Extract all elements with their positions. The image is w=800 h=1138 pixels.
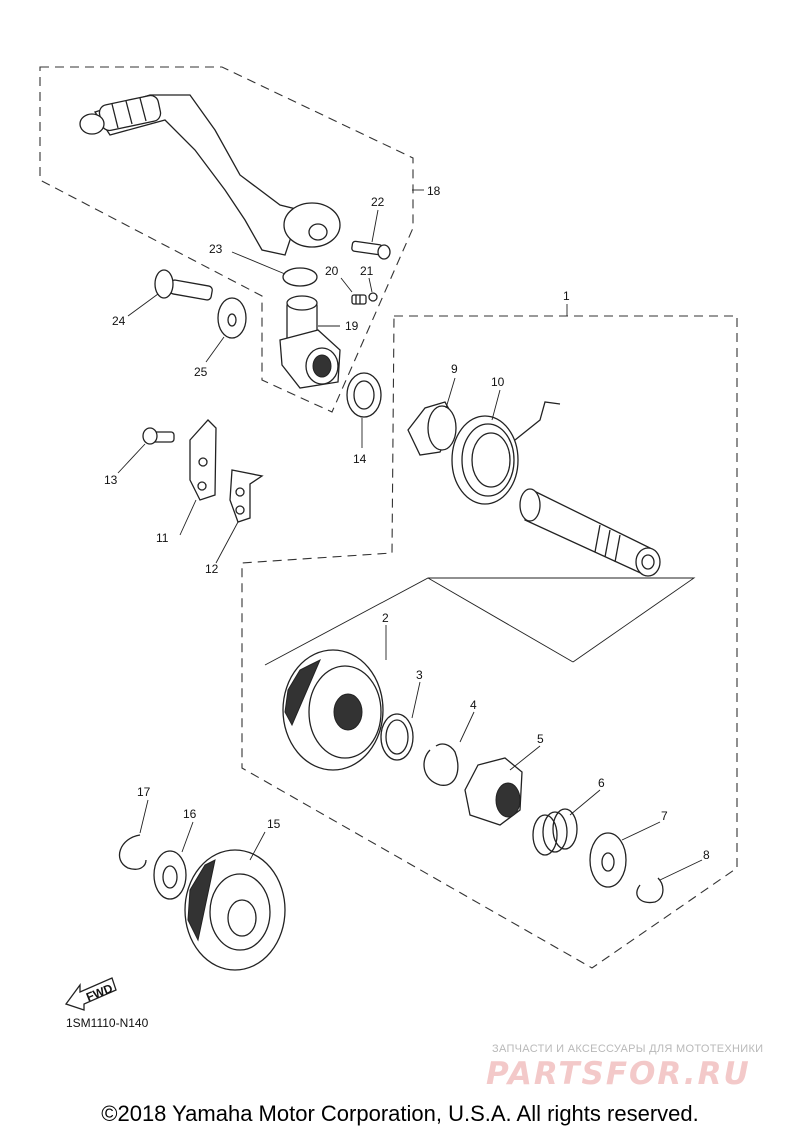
fwd-arrow-icon: FWD	[64, 977, 117, 1011]
stopper-plate-12	[229, 469, 264, 523]
ratchet-wheel-5	[464, 757, 523, 826]
gear-subassembly-outline	[264, 577, 696, 666]
guide-plate-11	[189, 419, 217, 501]
circlip-4	[423, 743, 459, 786]
kick-axle-shaft	[519, 488, 661, 577]
callout-22: 22	[371, 195, 385, 209]
callout-9: 9	[451, 362, 458, 376]
callout-12: 12	[205, 562, 219, 576]
callout-6: 6	[598, 776, 605, 790]
fwd-label: FWD	[84, 981, 115, 1004]
callout-21: 21	[360, 264, 374, 278]
callouts: 1 2 3 4 5 6 7 8 9 10 11 12 13 14 15 16 1…	[104, 184, 710, 862]
callout-4: 4	[470, 698, 477, 712]
watermark-logo: PARTSFOR.RU	[486, 1056, 751, 1092]
washer-7	[589, 832, 627, 888]
callout-13: 13	[104, 473, 118, 487]
circlip-8	[636, 877, 664, 904]
diagram-reference-code: 1SM1110-N140	[66, 1016, 149, 1030]
crank-pinch-bolt	[351, 240, 391, 260]
torsion-spring-10	[451, 401, 561, 505]
callout-1: 1	[563, 289, 570, 303]
callout-17: 17	[137, 785, 151, 799]
callout-23: 23	[209, 242, 223, 256]
washer-3	[380, 713, 414, 761]
callout-15: 15	[267, 817, 281, 831]
kick-gear-2	[282, 649, 384, 771]
kick-boss-19	[279, 295, 341, 389]
bolt-13	[142, 427, 175, 445]
oil-seal-14	[346, 372, 382, 418]
callout-25: 25	[194, 365, 208, 379]
o-ring-23	[282, 267, 318, 287]
idle-gear-15	[184, 849, 286, 971]
washer-16	[153, 850, 187, 900]
callout-5: 5	[537, 732, 544, 746]
callout-20: 20	[325, 264, 339, 278]
ball-21	[368, 292, 378, 302]
callout-8: 8	[703, 848, 710, 862]
callout-2: 2	[382, 611, 389, 625]
callout-11: 11	[156, 531, 169, 545]
kick-crank-assembly-boundary	[39, 66, 414, 413]
callout-24: 24	[112, 314, 126, 328]
callout-3: 3	[416, 668, 423, 682]
callout-16: 16	[183, 807, 197, 821]
callout-7: 7	[661, 809, 668, 823]
callout-18: 18	[427, 184, 441, 198]
washer-25	[217, 297, 247, 339]
copyright-notice: ©2018 Yamaha Motor Corporation, U.S.A. A…	[101, 1101, 699, 1126]
leader-lines	[117, 189, 703, 881]
kick-axle-assembly-boundary	[241, 315, 738, 969]
callout-19: 19	[345, 319, 359, 333]
locating-pin-20	[351, 294, 367, 305]
ratchet-spring-6	[532, 808, 578, 856]
watermark-tagline: ЗАПЧАСТИ И АКСЕССУАРЫ ДЛЯ МОТОТЕХНИКИ	[492, 1043, 764, 1055]
flange-bolt-24	[154, 269, 213, 301]
kick-crank-lever	[79, 94, 341, 256]
callout-14: 14	[353, 452, 367, 466]
circlip-17	[118, 834, 147, 870]
callout-10: 10	[491, 375, 505, 389]
collar-9	[407, 401, 457, 456]
